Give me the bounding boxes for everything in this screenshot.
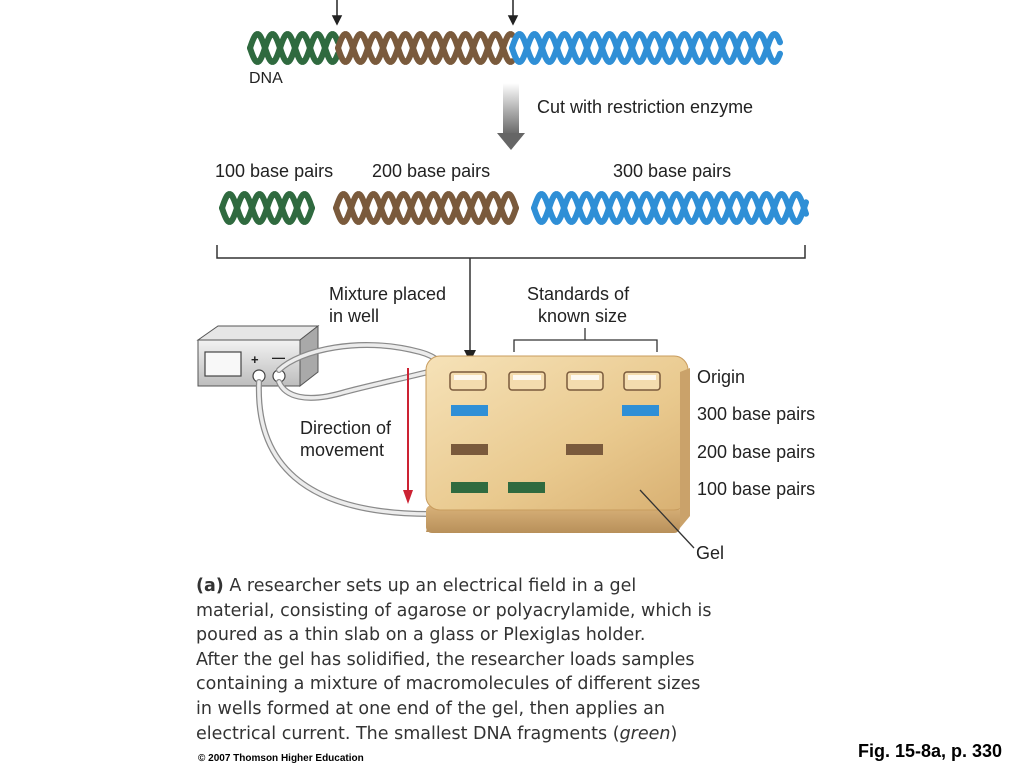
gray-down-arrow	[497, 83, 525, 150]
power-minus-label: —	[272, 350, 285, 365]
helix-strand	[509, 31, 783, 65]
caption-line-4: After the gel has solidified, the resear…	[196, 649, 695, 670]
cut-enzyme-label: Cut with restriction enzyme	[537, 97, 754, 117]
caption-line-1: A researcher sets up an electrical field…	[229, 576, 637, 596]
gel-wells	[449, 371, 661, 391]
fragment-200-label: 200 base pairs	[372, 161, 491, 181]
direction-label-2: movement	[300, 440, 385, 460]
standards-label-1: Standards of	[527, 284, 630, 304]
fragment-300-label: 300 base pairs	[613, 161, 732, 181]
gel-bands	[451, 405, 659, 493]
helix-strand	[335, 31, 515, 65]
helix-strand	[531, 191, 809, 225]
helix-strand	[247, 31, 341, 65]
gel-well-highlight	[454, 375, 482, 380]
standards-bracket	[513, 328, 658, 352]
caption-line-6: in wells formed at one end of the gel, t…	[196, 698, 665, 719]
gel-band	[508, 482, 545, 493]
caption-part-label: (a)	[196, 576, 224, 596]
fragment-100bp	[219, 191, 315, 225]
gel-well	[508, 371, 546, 391]
caption-line-7-pre: electrical current. The smallest DNA fra…	[196, 723, 620, 744]
mixture-label-2: in well	[329, 306, 380, 326]
gel-100-label: 100 base pairs	[697, 479, 816, 499]
caption-line-2: material, consisting of agarose or polya…	[196, 600, 712, 621]
gel-band	[451, 405, 488, 416]
cut-site-arrows	[331, 0, 519, 26]
standards-label-2: known size	[538, 306, 628, 326]
gel-well	[566, 371, 604, 391]
gel-200-label: 200 base pairs	[697, 442, 816, 462]
gel-slab	[425, 355, 690, 533]
gel-well	[623, 371, 661, 391]
fragments-bracket	[216, 245, 806, 352]
gel-well-highlight	[513, 375, 541, 380]
caption-line-5: containing a mixture of macromolecules o…	[196, 674, 701, 695]
gel-band	[451, 482, 488, 493]
fragment-200bp	[333, 191, 519, 225]
gel-well-highlight	[628, 375, 656, 380]
gel-label: Gel	[696, 543, 725, 563]
caption-line-3: poured as a thin slab on a glass or Plex…	[196, 625, 646, 646]
fragment-300bp	[531, 191, 809, 225]
fragment-100-label: 100 base pairs	[215, 161, 334, 181]
figure-caption: (a) A researcher sets up an electrical f…	[196, 574, 776, 746]
caption-line-7-em: green	[619, 723, 671, 744]
gel-well	[449, 371, 487, 391]
gel-band	[622, 405, 659, 416]
helix-strand	[219, 191, 315, 225]
figure-reference: Fig. 15-8a, p. 330	[858, 741, 1003, 761]
power-plus-label: +	[251, 352, 259, 367]
helix-strand	[333, 191, 519, 225]
gel-band	[566, 444, 603, 455]
direction-arrow	[403, 368, 413, 504]
direction-label-1: Direction of	[300, 418, 392, 438]
gel-300-label: 300 base pairs	[697, 404, 816, 424]
caption-line-7-post: )	[670, 723, 678, 744]
gel-well-highlight	[571, 375, 599, 380]
origin-label: Origin	[697, 367, 746, 387]
dna-helix-full	[247, 31, 783, 65]
gel-band	[451, 444, 488, 455]
mixture-label-1: Mixture placed	[329, 284, 447, 304]
gel-pointer-line	[639, 489, 695, 549]
dna-label: DNA	[249, 70, 283, 87]
copyright-notice: © 2007 Thomson Higher Education	[198, 753, 364, 764]
